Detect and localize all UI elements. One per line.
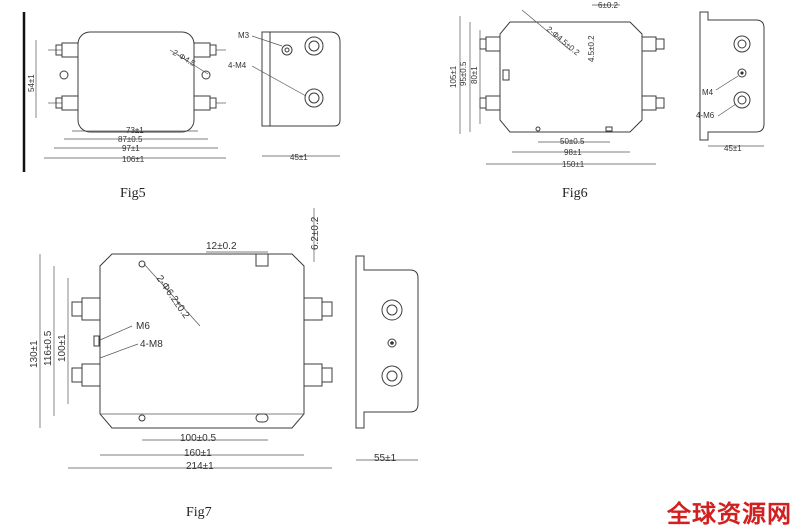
fig6-terminals-right xyxy=(641,36,665,111)
fig7-dim-12: 12±0.2 xyxy=(206,241,237,252)
fig7-label-m6: M6 xyxy=(136,321,150,332)
fig5-caption: Fig5 xyxy=(120,186,146,201)
fig6-dim-98: 98±1 xyxy=(564,148,582,157)
fig7-dim-130: 130±1 xyxy=(29,340,40,368)
fig6-drawing: 105±1 95±0.5 80±1 50±0.5 98±1 150±1 6±0.… xyxy=(449,1,765,169)
fig5-terminals-left xyxy=(48,42,79,111)
fig6-terminals-left xyxy=(479,36,510,111)
fig5-terminals-right xyxy=(193,42,226,111)
fig5-label-m4: 4-M4 xyxy=(228,61,247,70)
fig5-dim-73: 73±1 xyxy=(126,126,144,135)
fig6-dim-105: 105±1 xyxy=(449,65,458,88)
fig7-drawing: 130±1 116±0.5 100±1 100±0.5 160±1 214±1 … xyxy=(29,208,419,472)
fig7-dim-6-2: 6.2±0.2 xyxy=(310,216,321,250)
fig6-dim-50: 50±0.5 xyxy=(560,137,585,146)
fig5-dim-45: 45±1 xyxy=(290,153,308,162)
fig6-body-outline xyxy=(499,21,643,133)
fig6-dim-95: 95±0.5 xyxy=(459,61,468,86)
fig7-label-m8: 4-M8 xyxy=(140,339,163,350)
fig6-dim-150: 150±1 xyxy=(562,160,585,169)
fig6-dim-4-5: 4.5±0.2 xyxy=(587,35,596,62)
fig7-body-outline xyxy=(99,253,305,429)
fig6-label-m6: 4-M6 xyxy=(696,111,715,120)
fig7-terminals-left xyxy=(71,297,101,387)
fig7-dim-214: 214±1 xyxy=(186,461,214,472)
fig7-terminals-right xyxy=(303,297,333,387)
fig7-side-view xyxy=(355,255,419,461)
fig5-dim-106: 106±1 xyxy=(122,155,145,164)
fig5-side-view xyxy=(251,31,341,157)
watermark-logo: 全球资源网 xyxy=(667,500,792,528)
fig5-dim-54: 54±1 xyxy=(27,74,36,92)
fig5-dim-87: 87±0.5 xyxy=(118,135,143,144)
fig6-label-m4: M4 xyxy=(702,88,714,97)
fig5-hole-label: 2-Φ4.5 xyxy=(171,48,197,68)
fig5-dim-97: 97±1 xyxy=(122,144,140,153)
fig6-dim-6: 6±0.2 xyxy=(598,1,619,10)
fig7-dim-55: 55±1 xyxy=(374,453,397,464)
fig6-dim-45: 45±1 xyxy=(724,144,742,153)
fig6-caption: Fig6 xyxy=(562,186,588,201)
fig5-body-outline xyxy=(77,31,195,133)
fig7-dim-100: 100±1 xyxy=(57,334,68,362)
fig7-dim-116: 116±0.5 xyxy=(43,330,54,366)
fig7-hole-label: 2-Φ6.2±0.2 xyxy=(154,273,192,321)
fig7-dim-100-0-5: 100±0.5 xyxy=(180,433,217,444)
fig7-dim-160: 160±1 xyxy=(184,448,212,459)
fig7-caption: Fig7 xyxy=(186,505,212,520)
fig5-label-m3: M3 xyxy=(238,31,250,40)
fig6-hole-label: 2-Φ4.5±0.2 xyxy=(545,25,582,58)
fig6-dim-80: 80±1 xyxy=(470,66,479,84)
fig5-drawing: 54±1 73±1 87±0.5 97±1 106±1 2-Φ4.5 M3 4-… xyxy=(22,12,341,172)
fig6-side-view xyxy=(699,11,765,147)
